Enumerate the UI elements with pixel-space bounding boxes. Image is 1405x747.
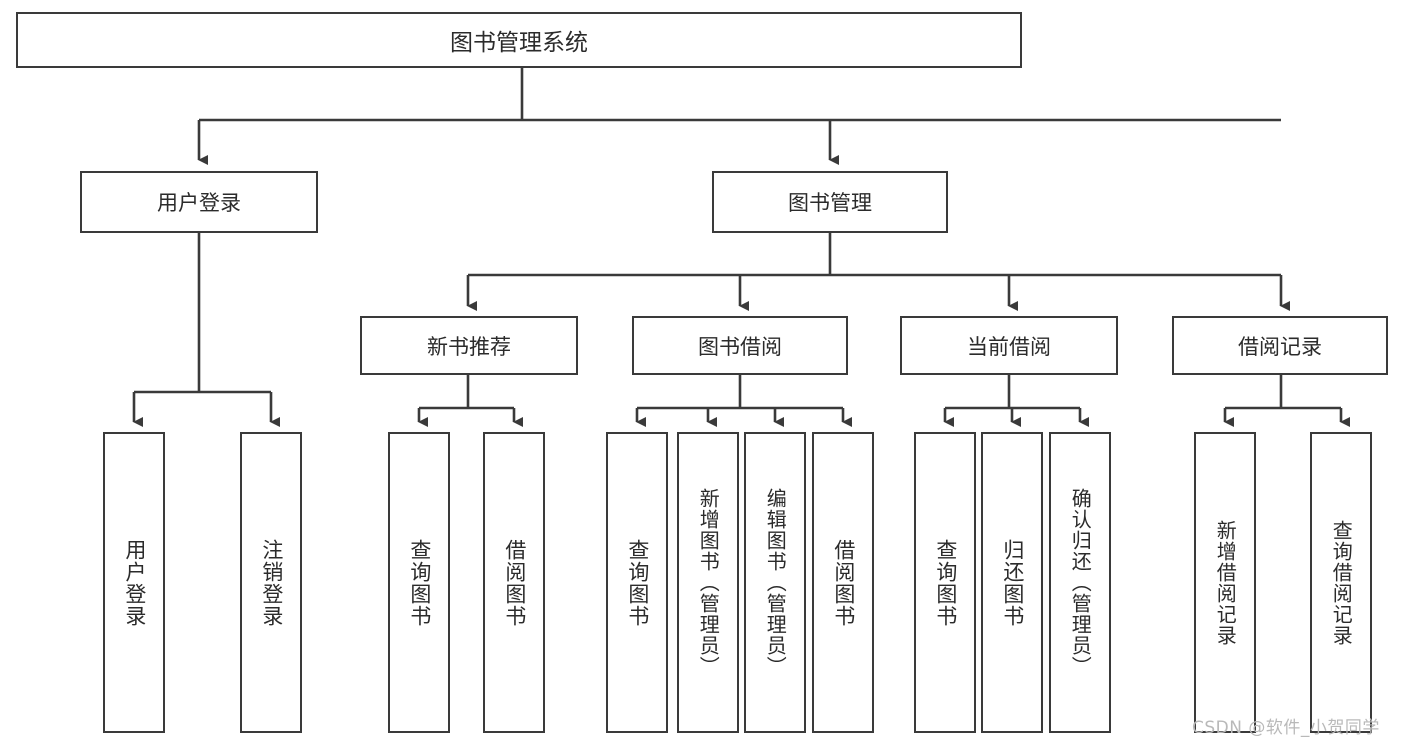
node-borrow-record[interactable]: 借阅记录 bbox=[1172, 316, 1388, 375]
leaf-borrow-query-book[interactable]: 查询图书 bbox=[606, 432, 668, 733]
leaf-current-query-book[interactable]: 查询图书 bbox=[914, 432, 976, 733]
node-current-borrow[interactable]: 当前借阅 bbox=[900, 316, 1118, 375]
leaf-borrow-add-book-admin[interactable]: 新增图书（管理员） bbox=[677, 432, 739, 733]
leaf-user-login-signout[interactable]: 注销登录 bbox=[240, 432, 302, 733]
node-user-login[interactable]: 用户登录 bbox=[80, 171, 318, 233]
node-label: 借阅记录 bbox=[1238, 334, 1322, 359]
node-label: 用户登录 bbox=[157, 191, 241, 215]
node-label: 图书管理系统 bbox=[450, 30, 588, 56]
leaf-borrow-edit-book-admin[interactable]: 编辑图书（管理员） bbox=[744, 432, 806, 733]
leaf-label: 新增借阅记录 bbox=[1213, 519, 1238, 646]
leaf-label: 注销登录 bbox=[259, 538, 284, 627]
leaf-label: 查询图书 bbox=[407, 538, 432, 627]
leaf-label: 查询借阅记录 bbox=[1329, 519, 1354, 646]
node-label: 新书推荐 bbox=[427, 334, 511, 359]
leaf-current-return-book[interactable]: 归还图书 bbox=[981, 432, 1043, 733]
leaf-label: 查询图书 bbox=[625, 538, 650, 627]
leaf-label: 查询图书 bbox=[933, 538, 958, 627]
node-new-book-recommend[interactable]: 新书推荐 bbox=[360, 316, 578, 375]
node-label: 当前借阅 bbox=[967, 334, 1051, 359]
node-book-management[interactable]: 图书管理 bbox=[712, 171, 948, 233]
leaf-user-login-signin[interactable]: 用户登录 bbox=[103, 432, 165, 733]
node-label: 图书借阅 bbox=[698, 334, 782, 359]
leaf-label: 确认归还（管理员） bbox=[1068, 488, 1093, 677]
leaf-label: 借阅图书 bbox=[502, 538, 527, 627]
node-label: 图书管理 bbox=[788, 191, 872, 215]
leaf-label: 编辑图书（管理员） bbox=[763, 488, 788, 677]
leaf-label: 用户登录 bbox=[122, 538, 147, 627]
leaf-label: 归还图书 bbox=[1000, 538, 1025, 627]
leaf-recommend-borrow-book[interactable]: 借阅图书 bbox=[483, 432, 545, 733]
leaf-record-query-record[interactable]: 查询借阅记录 bbox=[1310, 432, 1372, 733]
leaf-current-confirm-return-admin[interactable]: 确认归还（管理员） bbox=[1049, 432, 1111, 733]
watermark-text: CSDN @软件_小贺同学 bbox=[1192, 718, 1380, 738]
node-root-system[interactable]: 图书管理系统 bbox=[16, 12, 1022, 68]
leaf-borrow-borrow-book[interactable]: 借阅图书 bbox=[812, 432, 874, 733]
leaf-record-add-record[interactable]: 新增借阅记录 bbox=[1194, 432, 1256, 733]
leaf-label: 借阅图书 bbox=[831, 538, 856, 627]
node-book-borrow[interactable]: 图书借阅 bbox=[632, 316, 848, 375]
leaf-recommend-query-book[interactable]: 查询图书 bbox=[388, 432, 450, 733]
leaf-label: 新增图书（管理员） bbox=[696, 488, 721, 677]
